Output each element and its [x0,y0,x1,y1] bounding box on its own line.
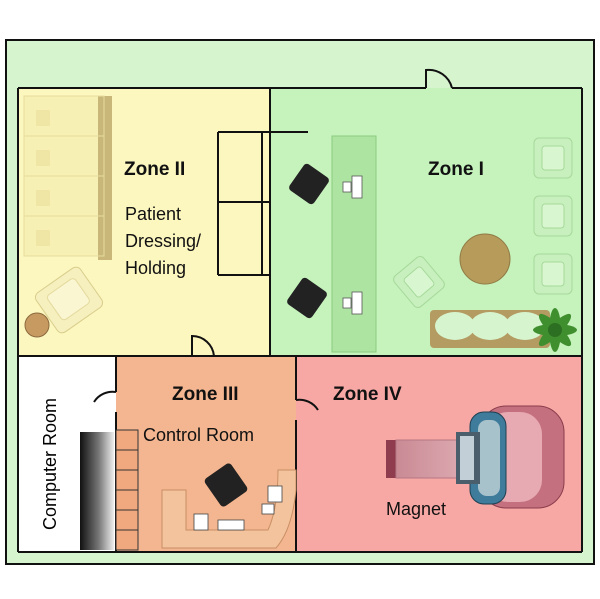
control-room-label: Control Room [143,425,255,445]
side-table [24,312,50,338]
mri-magnet [386,405,565,509]
lockers [23,95,112,260]
server-rack [80,432,114,550]
magnet-label: Magnet [386,499,447,519]
zone-2-line-2: Dressing/ [125,231,202,251]
control-cabinet [115,429,139,551]
desk-computers [342,175,363,315]
zone-4-title: Zone IV [333,384,402,405]
waiting-chairs [393,137,573,308]
zone-2-line-1: Patient [125,204,182,224]
zone-2-title: Zone II [124,159,186,180]
computer-room-label: Computer Room [40,397,60,530]
sofa [430,310,550,348]
potted-plant [533,308,577,352]
zone-2-description: Patient Dressing/ Holding [125,201,201,282]
control-chair [204,463,248,507]
zone2-armchair [34,266,104,334]
coffee-table [459,233,511,285]
reception-desk [331,135,377,353]
control-monitors [193,485,283,531]
reception-chairs [287,163,329,319]
control-desk [161,469,297,549]
zone-1-title: Zone I [428,159,484,180]
zone-3-title: Zone III [172,384,239,405]
zone-2-line-3: Holding [125,258,187,278]
